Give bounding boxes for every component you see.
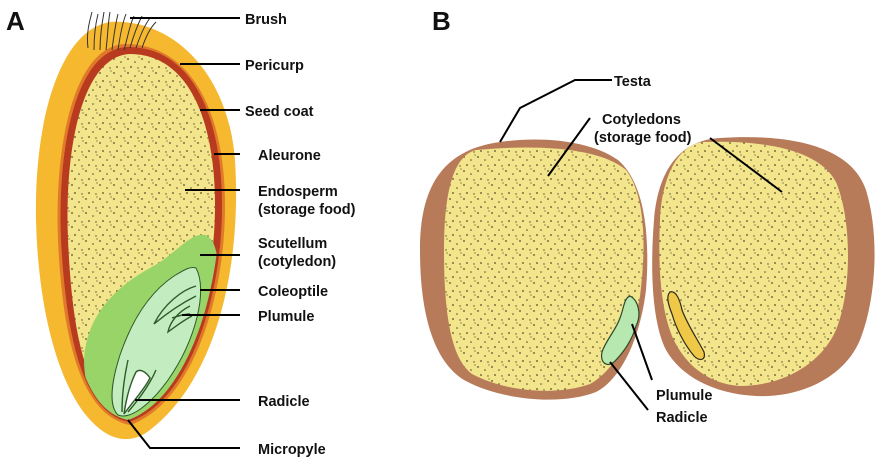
- seed-half-left: [420, 139, 647, 399]
- label-cotyledons: Cotyledons: [602, 112, 681, 128]
- panel-letter-b: B: [432, 6, 451, 36]
- seed-half-right: [652, 137, 874, 396]
- label-coleoptile: Coleoptile: [258, 284, 328, 300]
- label-pericurp: Pericurp: [245, 58, 304, 74]
- label-cotyledons-sub: (storage food): [594, 130, 692, 146]
- label-radicle-b: Radicle: [656, 410, 708, 426]
- label-plumule-a: Plumule: [258, 309, 314, 325]
- maize-grain: [36, 22, 236, 439]
- label-endosperm-sub: (storage food): [258, 202, 356, 218]
- labels-a: Brush Pericurp Seed coat Aleurone Endosp…: [245, 12, 356, 458]
- label-endosperm: Endosperm: [258, 184, 338, 200]
- cotyledon-right-dots: [659, 142, 848, 386]
- label-radicle-a: Radicle: [258, 394, 310, 410]
- label-testa: Testa: [614, 74, 652, 90]
- label-seed-coat: Seed coat: [245, 104, 314, 120]
- panel-letter-a: A: [6, 6, 25, 36]
- label-aleurone: Aleurone: [258, 148, 321, 164]
- label-scutellum-sub: (cotyledon): [258, 254, 336, 270]
- label-brush: Brush: [245, 12, 287, 28]
- label-scutellum: Scutellum: [258, 236, 327, 252]
- label-plumule-b: Plumule: [656, 388, 712, 404]
- label-micropyle: Micropyle: [258, 442, 326, 458]
